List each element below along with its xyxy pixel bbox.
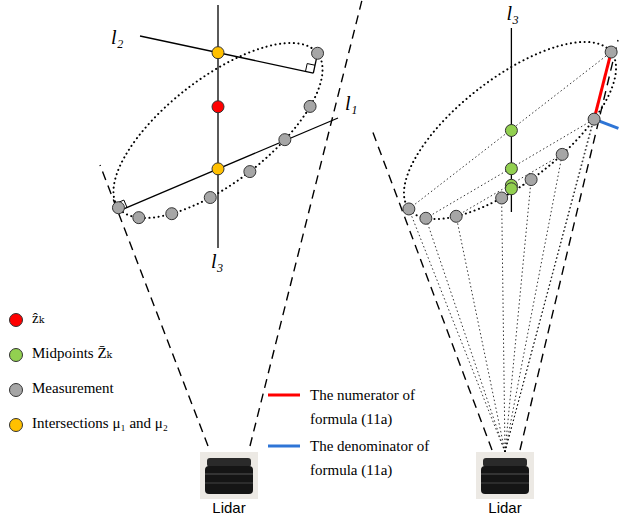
measurement-dot [166,208,178,220]
swatch-dot [10,349,23,362]
measurement-dot [403,203,415,215]
measurement-dot [496,192,508,204]
legend-text: ẑₖ [30,310,46,327]
legend-text: The numerator of formula (11a) [308,383,462,431]
midpoint-dot [505,183,517,195]
fov-line [100,165,208,446]
lidar-ray [502,198,505,452]
legend-swatch [8,312,24,328]
legend-text: Midpoints Z̄ₖ [30,345,114,362]
device-label: Lidar [212,499,245,516]
fov-line [250,0,362,446]
chord-line [409,52,611,209]
chord-line [426,119,594,218]
numerator-segment [594,52,611,119]
line-label: l₂ [110,26,125,49]
swatch-dot [10,314,23,327]
chord-line [456,154,562,216]
swatch-dot [10,419,23,432]
measurement-dot [525,174,537,186]
swatch-shape [8,417,24,433]
measurement-dot [588,113,600,125]
midpoint-dot [505,125,517,137]
legend-swatch [8,347,24,363]
midpoint-dot [505,163,517,175]
right-angle-mark [306,64,315,72]
measurement-dot [204,192,216,204]
measurement-dot [420,212,432,224]
swatch-dot [10,384,23,397]
measurement-dot [133,212,145,224]
lidar-device [476,452,534,499]
measurement-dot [605,46,617,58]
intersection-dot [212,47,224,59]
measurement-dot [312,47,324,59]
object-contour [377,11,619,250]
fov-line [520,40,618,450]
measurement-dot [304,100,316,112]
lidar-ray [505,154,562,452]
swatch-shape [8,312,24,328]
line-label: l₃ [210,250,225,273]
legend-text: Intersections μ₁ and μ₂ [30,415,170,432]
estimate-dot [212,101,224,113]
intersection-dot [212,163,224,175]
lidar-ray [505,180,531,452]
lidar-device [200,452,258,499]
swatch-shape [8,347,24,363]
denominator-sample [268,445,300,448]
measurement-dot [112,202,124,214]
axis-line [140,36,313,73]
legend-swatch [8,382,24,398]
line-label: l₁ [344,92,359,115]
measurement-dot [556,148,568,160]
legend-text: Measurement [30,380,116,397]
axis-line [217,5,218,248]
measurement-dot [244,166,256,178]
legend-text: The denominator of formula (11a) [308,434,462,482]
legend-swatch [8,417,24,433]
measurement-dot [279,134,291,146]
device-label: Lidar [488,499,521,516]
lidar-ray [505,52,611,452]
swatch-shape [8,382,24,398]
line-label: l₃ [505,2,520,25]
measurement-dot [450,210,462,222]
axis-line [120,118,338,211]
numerator-sample [268,394,300,397]
lidar-ray [456,216,505,452]
